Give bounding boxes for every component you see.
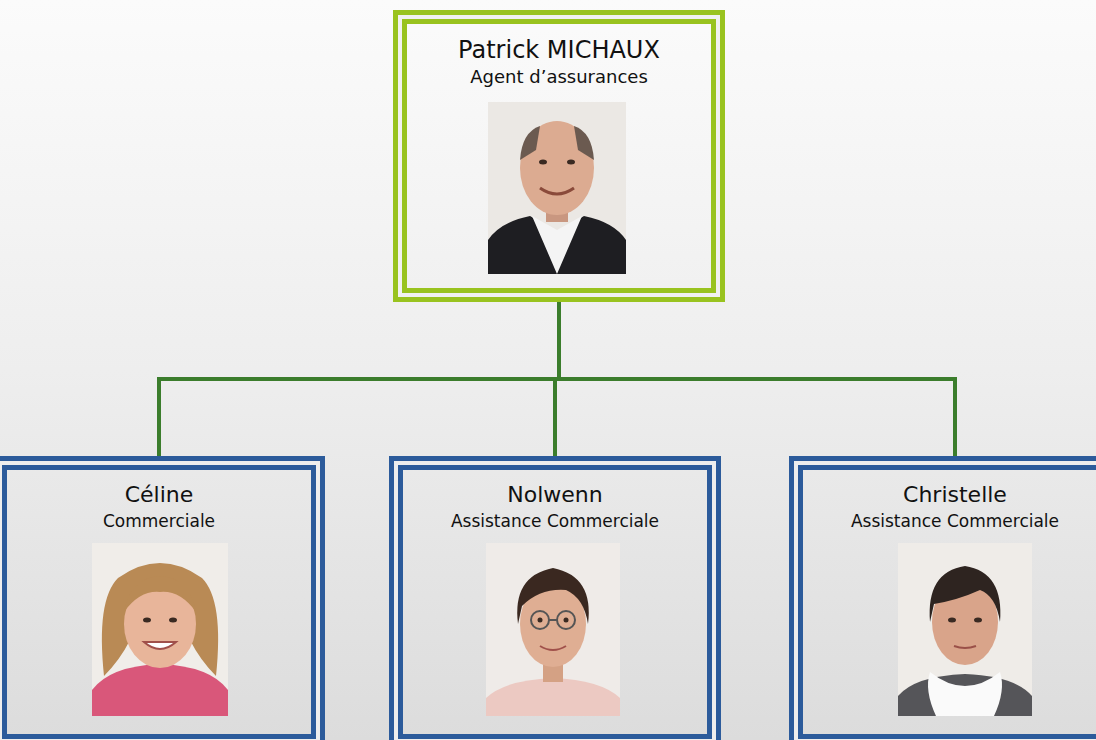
connector-line <box>159 302 559 456</box>
job-title: Assistance Commerciale <box>794 509 1096 533</box>
manager-box: Patrick MICHAUXAgent d’assurances <box>393 10 725 302</box>
portrait-photo <box>488 102 626 274</box>
person-name: Céline <box>0 481 320 509</box>
person-name: Christelle <box>794 481 1096 509</box>
job-title: Commerciale <box>0 509 320 533</box>
connector-line <box>559 302 955 456</box>
staff-box: CélineCommerciale <box>0 456 325 740</box>
portrait-photo <box>898 543 1032 716</box>
staff-box: ChristelleAssistance Commerciale <box>789 456 1096 740</box>
job-title: Assistance Commerciale <box>394 509 716 533</box>
person-name: Nolwenn <box>394 481 716 509</box>
job-title: Agent d’assurances <box>398 65 720 89</box>
person-name: Patrick MICHAUX <box>398 35 720 65</box>
portrait-photo <box>92 543 228 716</box>
portrait-photo <box>486 543 620 716</box>
staff-box: NolwennAssistance Commerciale <box>389 456 721 740</box>
